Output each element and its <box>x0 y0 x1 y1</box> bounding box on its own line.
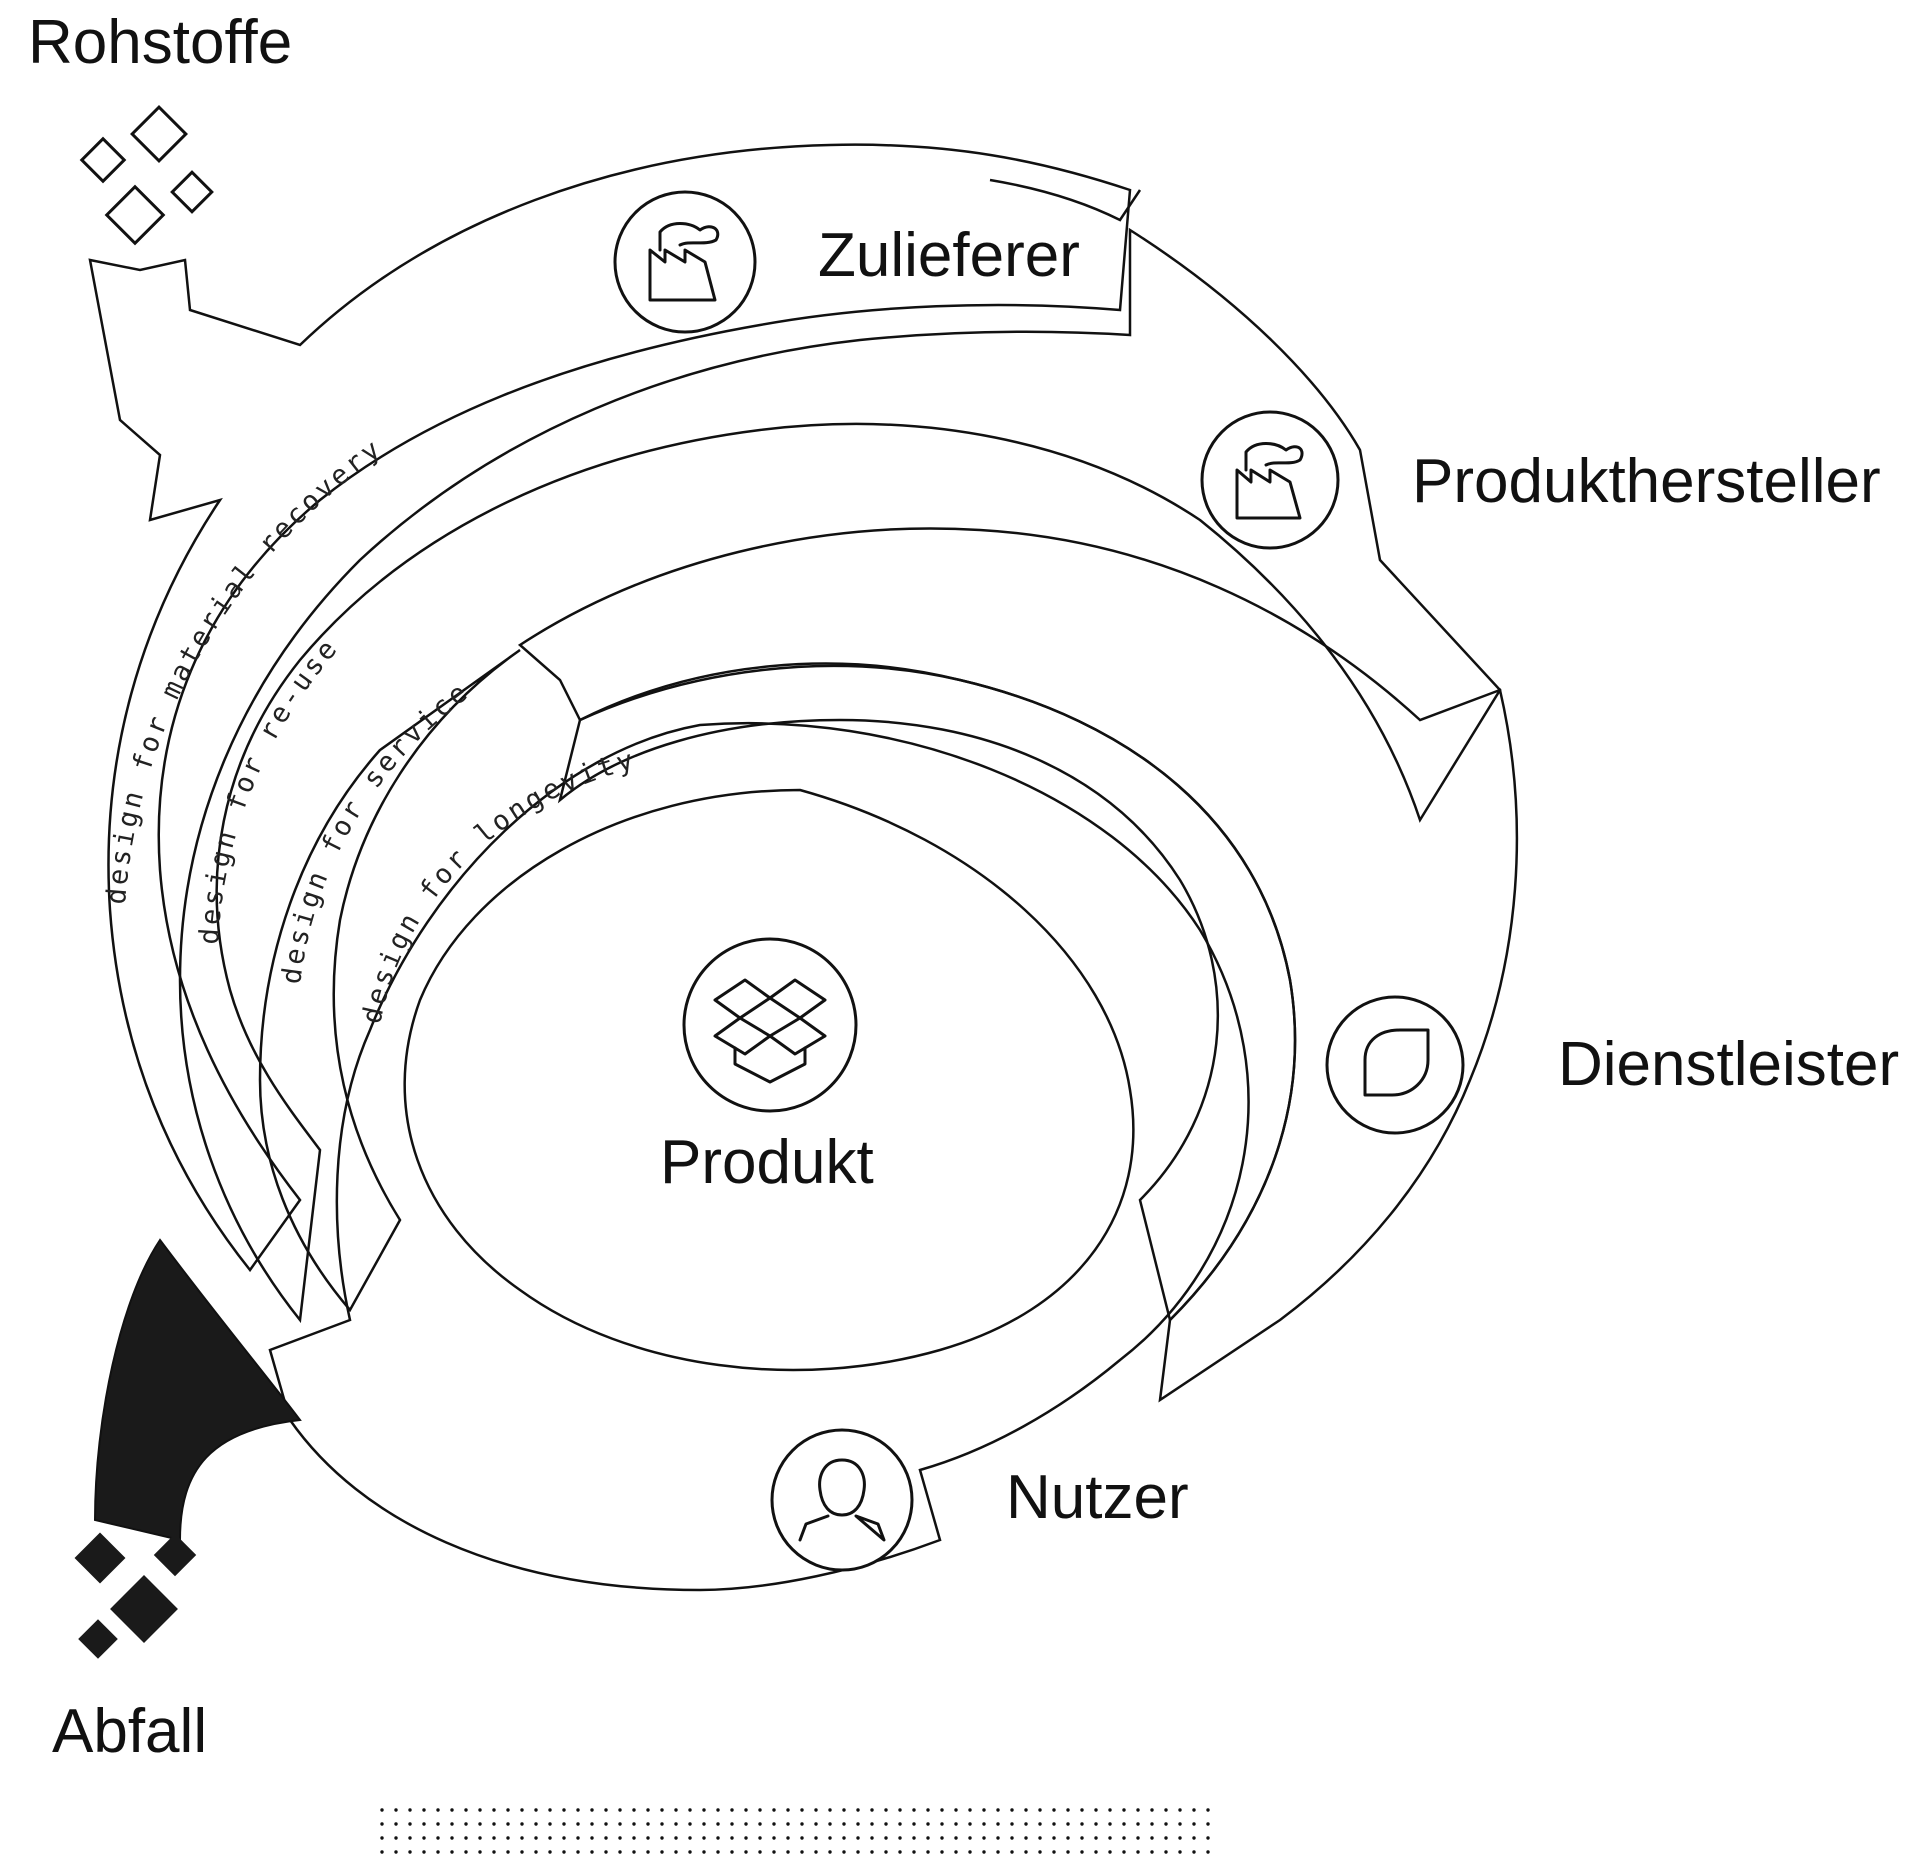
diamonds-outline-icon <box>79 105 214 246</box>
leaf-icon <box>1325 995 1465 1135</box>
label-supplier: Zulieferer <box>818 221 1080 290</box>
factory-icon <box>1200 410 1340 550</box>
ground-shadow <box>370 1800 1220 1860</box>
user-icon <box>770 1428 914 1572</box>
label-user: Nutzer <box>1006 1463 1189 1532</box>
box-icon <box>682 937 858 1113</box>
loop-service <box>258 527 1519 1403</box>
waste-funnel <box>93 1238 302 1542</box>
loop-label-service: design for service <box>276 676 476 986</box>
factory-icon <box>613 190 757 334</box>
loop-material-recovery <box>88 143 1142 1273</box>
label-waste: Abfall <box>52 1697 207 1766</box>
label-service-provider: Dienstleister <box>1558 1030 1899 1099</box>
loop-label-longevity: design for longevity <box>356 744 639 1026</box>
label-manufacturer: Produkthersteller <box>1412 447 1881 516</box>
label-raw-materials: Rohstoffe <box>28 8 292 77</box>
diamonds-filled-icon <box>74 1532 197 1659</box>
label-product: Produkt <box>660 1128 874 1197</box>
loop-re-use <box>178 227 1502 1324</box>
loop-longevity <box>268 721 1250 1592</box>
